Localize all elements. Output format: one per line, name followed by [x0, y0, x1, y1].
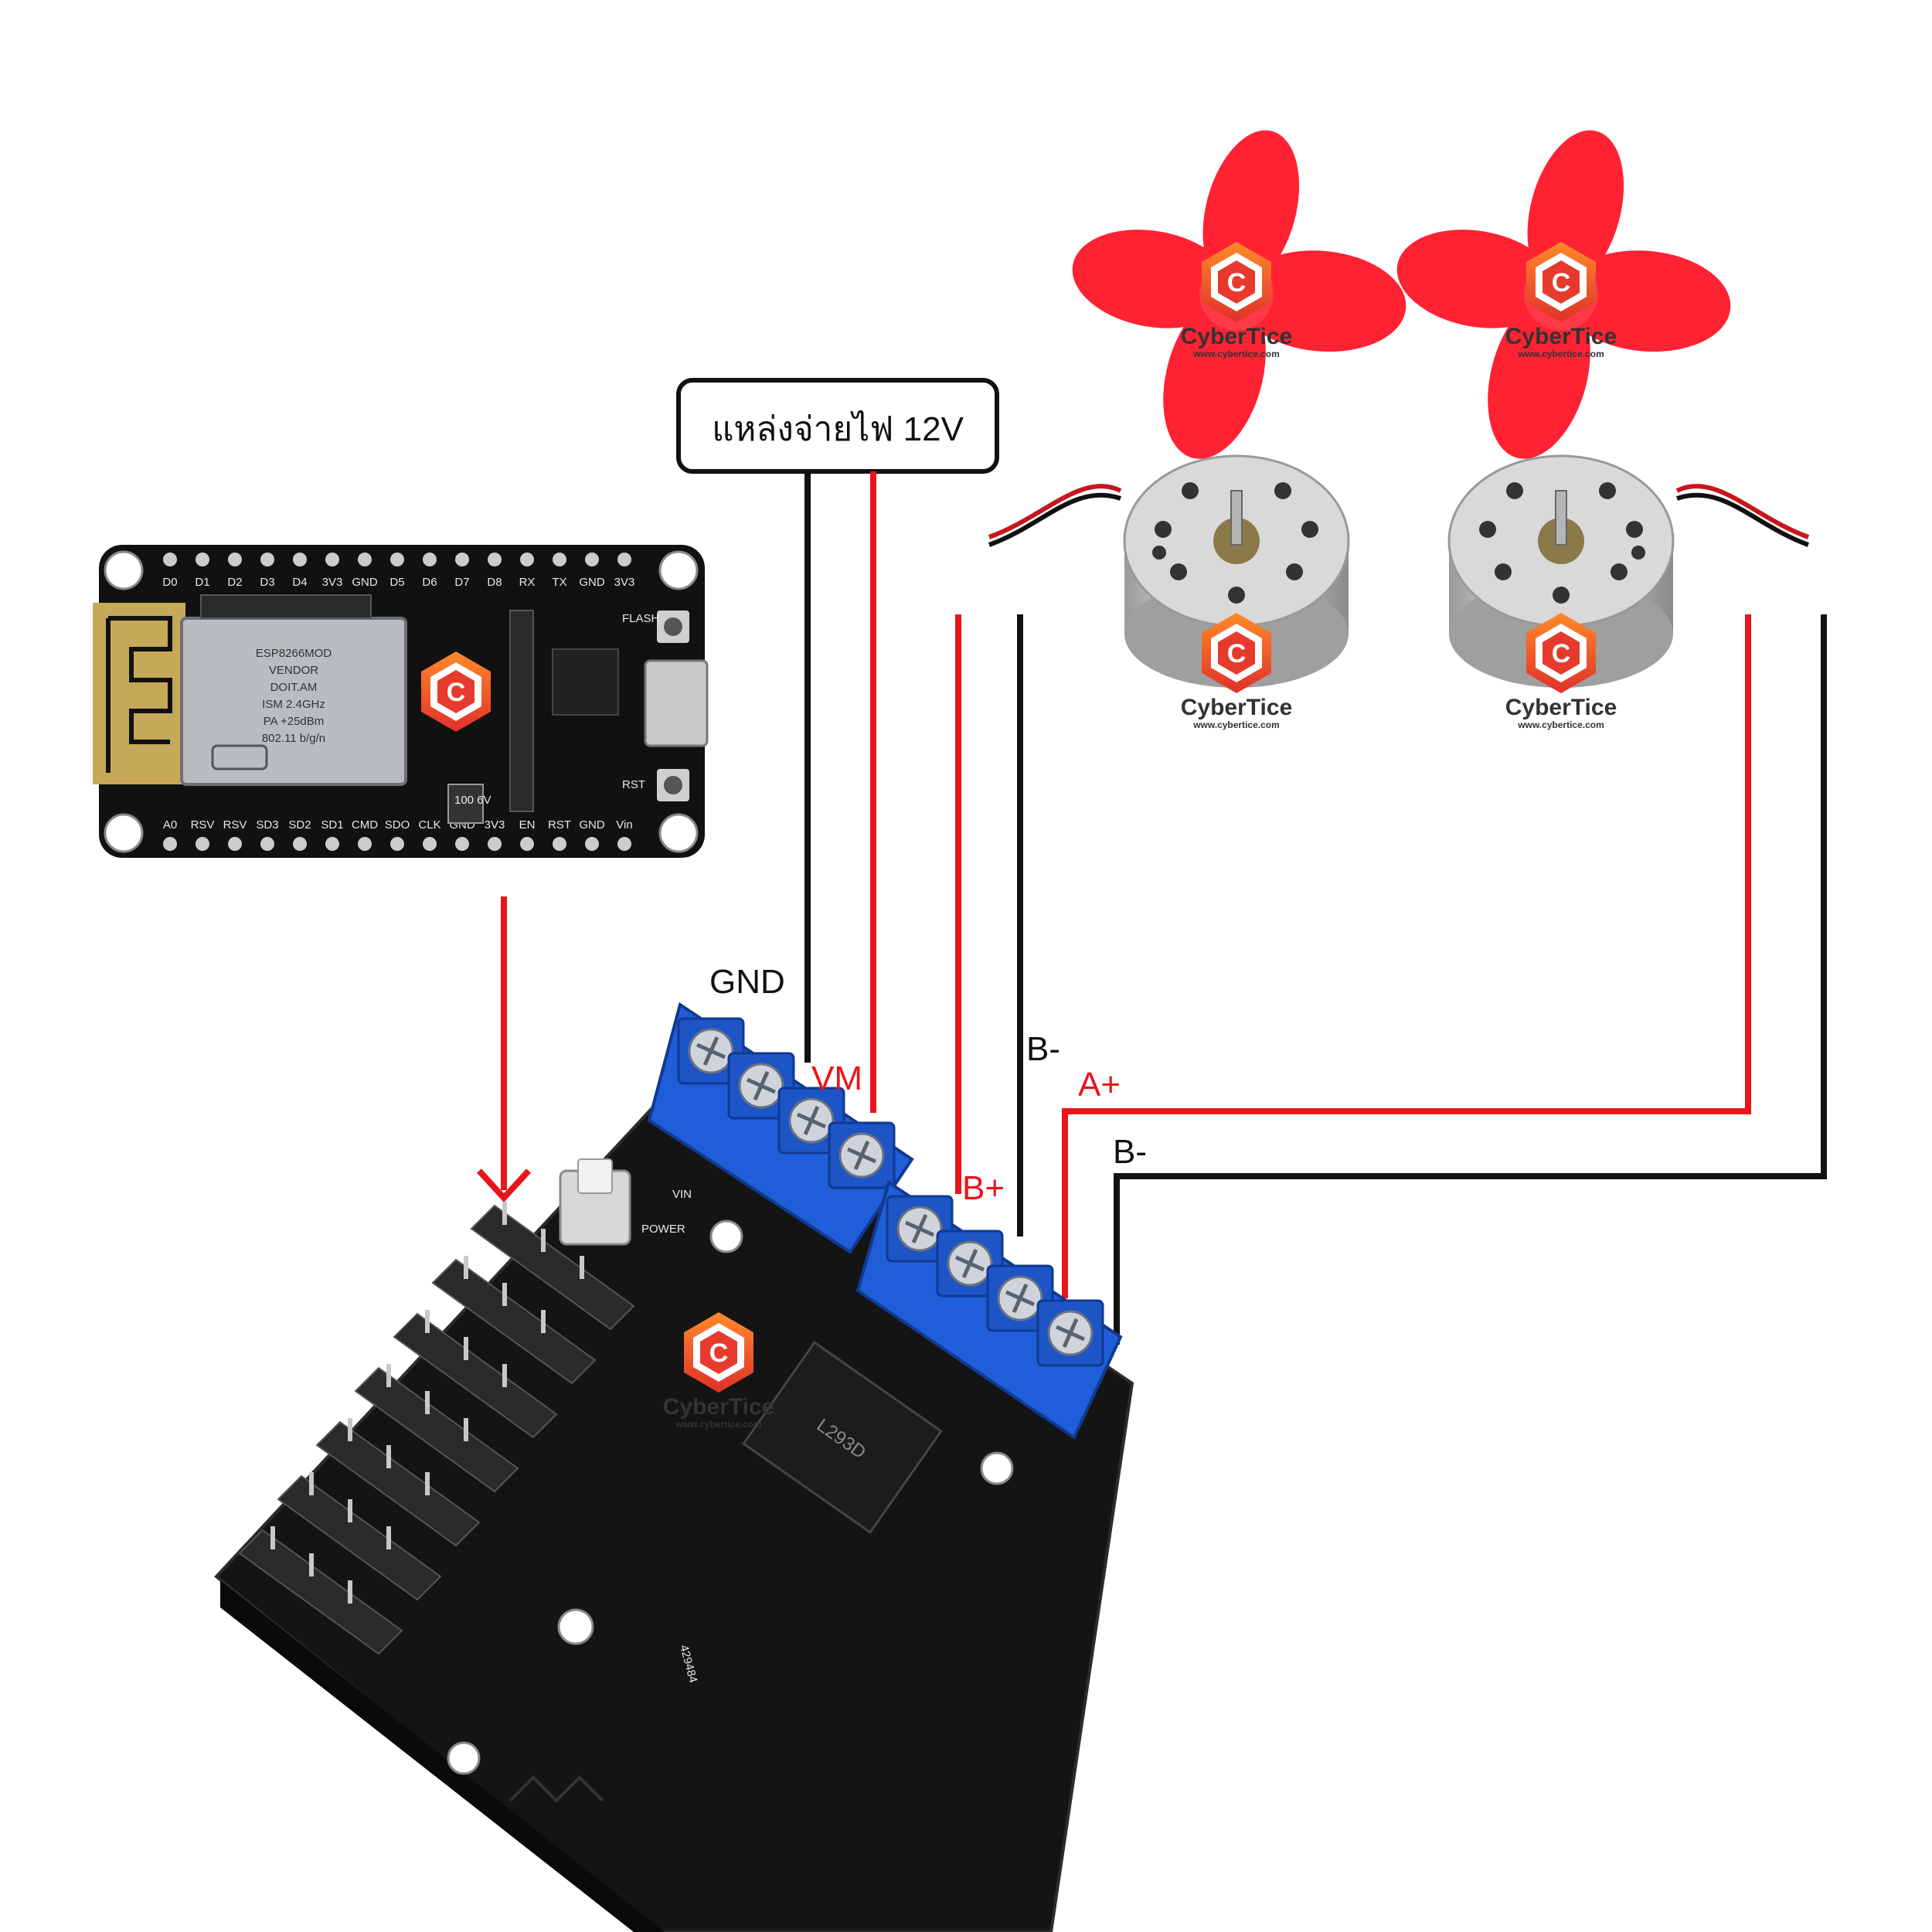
flash-label: FLASH	[622, 612, 659, 625]
label-a-plus: A+	[1078, 1066, 1121, 1104]
pin-label: RST	[548, 818, 571, 832]
arrow-down-icon	[477, 896, 531, 1202]
pin-label: D5	[389, 576, 404, 589]
power-supply-label: แหล่งจ่ายไฟ 12V	[712, 410, 964, 448]
pin-label: GND	[352, 576, 378, 589]
power-switch: POWER	[559, 1158, 685, 1246]
pin-header-grid	[238, 1204, 635, 1655]
wire-b-minus-2	[1114, 614, 1827, 1345]
watermark-url: www.cybertice.com	[1517, 349, 1604, 359]
pin-label: RSV	[223, 818, 247, 832]
watermark-url: www.cybertice.com	[1517, 719, 1604, 730]
dc-motor-icon	[988, 454, 1350, 688]
watermark-brand: CyberTice	[1505, 324, 1617, 349]
pin-label: 3V3	[322, 576, 343, 589]
module-line-1: ESP8266MOD	[256, 647, 332, 660]
label-b-plus: B+	[962, 1169, 1005, 1207]
watermark-brand: CyberTice	[1181, 695, 1293, 720]
watermark-url: www.cybertice.com	[1192, 719, 1280, 730]
label-b-minus-1: B-	[1026, 1030, 1060, 1068]
module-line-3: DOIT.AM	[270, 681, 318, 694]
pin-label: GND	[579, 818, 605, 832]
pin-label: SD2	[288, 818, 311, 832]
pin-label: D3	[260, 576, 274, 589]
pin-label: CMD	[352, 818, 378, 832]
pin-label: EN	[519, 818, 536, 832]
watermark-brand: CyberTice	[1505, 695, 1617, 720]
pin-label: D7	[454, 576, 469, 589]
module-line-6: 802.11 b/g/n	[262, 732, 325, 745]
terminal-block-right	[855, 1179, 1123, 1440]
pin-label: SD3	[256, 818, 278, 832]
pin-label: D1	[195, 576, 209, 589]
screw-terminal-icon	[1038, 1301, 1103, 1366]
wifi-logo-icon	[211, 744, 268, 770]
nodemcu-board: ESP8266MOD VENDOR DOIT.AM ISM 2.4GHz PA …	[93, 545, 709, 858]
pin-label: TX	[552, 576, 566, 589]
wire-a-plus	[1062, 614, 1751, 1298]
label-vm: VM	[811, 1060, 862, 1097]
power-supply-box: แหล่งจ่ายไฟ 12V	[676, 378, 999, 474]
usb-chip	[552, 648, 619, 716]
vin-label: VIN	[672, 1188, 692, 1201]
power-label: POWER	[641, 1223, 685, 1236]
label-gnd: GND	[709, 963, 785, 1001]
pin-label: D6	[422, 576, 437, 589]
pin-label: A0	[163, 818, 177, 832]
wires	[804, 471, 1827, 1345]
dc-motor-icon	[1447, 454, 1810, 688]
pin-label: D4	[292, 576, 307, 589]
pin-label: D0	[162, 576, 177, 589]
pin-label: 3V3	[485, 818, 505, 832]
pin-label: RX	[519, 576, 536, 589]
pin-label: GND	[579, 576, 605, 589]
capacitor-label: 100 6V	[454, 794, 492, 807]
label-b-minus-2: B-	[1113, 1133, 1147, 1171]
micro-usb-port	[644, 659, 709, 747]
capacitor	[447, 784, 484, 824]
pin-label: RSV	[191, 818, 215, 832]
watermark-url: www.cybertice.com	[1192, 349, 1280, 359]
pin-label: SDO	[385, 818, 410, 832]
pin-label: 3V3	[614, 576, 635, 589]
watermark-url: www.cybertice.com	[675, 1419, 762, 1430]
rst-label: RST	[622, 778, 645, 791]
watermark-brand: CyberTice	[663, 1394, 775, 1420]
pin-label: D8	[487, 576, 502, 589]
screw-terminal-icon	[829, 1123, 894, 1188]
pin-label: D2	[227, 576, 242, 589]
pin-label: Vin	[616, 818, 632, 832]
pin-label: CLK	[418, 818, 440, 832]
module-line-4: ISM 2.4GHz	[262, 698, 325, 711]
header-pins	[270, 1202, 584, 1604]
driver-chip: L293D	[742, 1341, 943, 1534]
module-line-2: VENDOR	[269, 664, 318, 677]
watermark-brand: CyberTice	[1181, 324, 1293, 349]
terminal-block-left	[647, 1002, 914, 1254]
pin-label: SD1	[321, 818, 343, 832]
module-line-5: PA +25dBm	[264, 715, 325, 728]
top-pin-row: D0 D1 D2 D3 D4 3V3 GND D5 D6 D7 D8 RX TX…	[162, 553, 634, 589]
